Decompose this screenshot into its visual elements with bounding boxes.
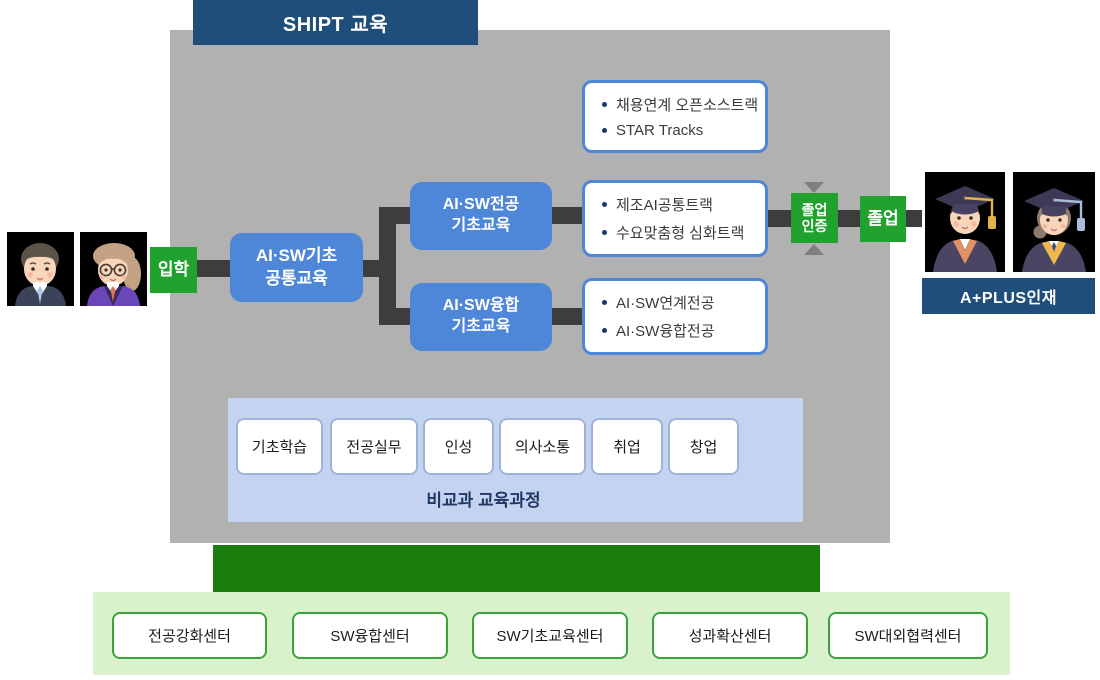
track-box-linked-major: AI·SW연계전공 AI·SW융합전공 — [582, 278, 768, 355]
center-sw-external-cooperation: SW대외협력센터 — [828, 612, 988, 659]
bullet-icon — [602, 300, 607, 305]
center-sw-basic-education: SW기초교육센터 — [472, 612, 628, 659]
chip-personality: 인성 — [423, 418, 494, 475]
bullet-icon — [602, 328, 607, 333]
chip-label: 기초학습 — [251, 439, 308, 456]
chip-major-practice: 전공실무 — [330, 418, 418, 475]
branch-convergence-line1: AI·SW융합 — [442, 297, 520, 315]
track-item: STAR Tracks — [602, 122, 765, 139]
extracurricular-panel: 기초학습 전공실무 인성 의사소통 취업 창업 비교과 교육과정 — [228, 398, 803, 522]
connector — [552, 308, 582, 325]
student-female-avatar — [80, 232, 147, 306]
track-item: AI·SW융합전공 — [602, 320, 765, 341]
bullet-icon — [602, 102, 607, 107]
branch-major-line1: AI·SW전공 — [442, 196, 520, 214]
track-item: 제조AI공통트랙 — [602, 194, 765, 215]
track-box-manufacturing: 제조AI공통트랙 수요맞춤형 심화트랙 — [582, 180, 768, 257]
track-label: 제조AI공통트랙 — [616, 197, 713, 214]
chip-label: 의사소통 — [514, 439, 571, 456]
chip-label: 전공실무 — [346, 439, 402, 456]
grad-cert-line2: 인증 — [801, 218, 828, 234]
title-banner: SHIPT 교육 — [193, 0, 478, 45]
track-label: 채용연계 오픈소스트랙 — [616, 97, 759, 114]
admission-badge: 입학 — [150, 247, 197, 293]
graduation-label: 졸업 — [867, 209, 899, 229]
chip-employment: 취업 — [591, 418, 663, 475]
center-label: SW기초교육센터 — [496, 628, 604, 645]
foundation-line1: AI·SW기초 — [255, 246, 338, 266]
grad-cert-badge: 졸업 인증 — [791, 193, 838, 243]
diagram-title: SHIPT 교육 — [282, 14, 389, 36]
track-item: 채용연계 오픈소스트랙 — [602, 94, 765, 115]
connector — [838, 210, 860, 227]
graduate-female-avatar — [1013, 172, 1095, 272]
track-label: 수요맞춤형 심화트랙 — [616, 225, 745, 242]
connector — [195, 260, 235, 277]
foundation-line2: 공통교육 — [265, 268, 328, 288]
center-label: SW융합센터 — [330, 628, 410, 645]
grad-cert-line1: 졸업 — [801, 201, 828, 218]
track-label: AI·SW융합전공 — [616, 323, 715, 340]
center-label: 전공강화센터 — [148, 628, 231, 645]
branch-convergence-line2: 기초교육 — [451, 318, 511, 335]
talent-label: A+PLUS인재 — [959, 290, 1057, 307]
center-sw-convergence: SW융합센터 — [292, 612, 448, 659]
talent-banner: A+PLUS인재 — [922, 278, 1095, 314]
chip-label: 취업 — [613, 439, 641, 456]
track-label: AI·SW연계전공 — [616, 295, 715, 312]
center-performance-diffusion: 성과확산센터 — [652, 612, 808, 659]
bullet-icon — [602, 230, 607, 235]
connector — [768, 210, 791, 227]
connector — [390, 308, 410, 325]
student-male-avatar — [7, 232, 74, 306]
admission-label: 입학 — [157, 260, 190, 280]
chip-basic-learning: 기초학습 — [236, 418, 323, 475]
connector — [390, 207, 410, 224]
foundation-common-box: AI·SW기초 공통교육 — [230, 233, 363, 302]
track-box-recruit: 채용연계 오픈소스트랙 STAR Tracks — [582, 80, 768, 153]
center-label: SW대외협력센터 — [854, 628, 962, 645]
arrow-up-icon — [804, 244, 824, 255]
chip-startup: 창업 — [668, 418, 739, 475]
support-bar — [213, 545, 820, 592]
connector — [552, 207, 582, 224]
centers-panel: 전공강화센터 SW융합센터 SW기초교육센터 성과확산센터 SW대외협력센터 — [93, 592, 1010, 675]
chip-label: 창업 — [689, 439, 718, 456]
arrow-down-icon — [804, 182, 824, 193]
branch-box-major: AI·SW전공 기초교육 — [410, 182, 552, 250]
branch-major-line2: 기초교육 — [451, 217, 511, 234]
chip-communication: 의사소통 — [499, 418, 586, 475]
bullet-icon — [602, 128, 607, 133]
connector — [906, 210, 922, 227]
center-major-enhancement: 전공강화센터 — [112, 612, 267, 659]
track-label: STAR Tracks — [616, 122, 704, 139]
extracurricular-title: 비교과 교육과정 — [228, 486, 739, 511]
graduation-badge: 졸업 — [860, 196, 906, 242]
track-item: 수요맞춤형 심화트랙 — [602, 222, 765, 243]
chip-label: 인성 — [444, 439, 473, 456]
center-label: 성과확산센터 — [688, 628, 772, 645]
track-item: AI·SW연계전공 — [602, 292, 765, 313]
extracurricular-title-label: 비교과 교육과정 — [426, 491, 541, 510]
graduate-male-avatar — [925, 172, 1005, 272]
branch-box-convergence: AI·SW융합 기초교육 — [410, 283, 552, 351]
connector — [363, 260, 384, 277]
branch-trunk — [379, 207, 396, 325]
bullet-icon — [602, 202, 607, 207]
